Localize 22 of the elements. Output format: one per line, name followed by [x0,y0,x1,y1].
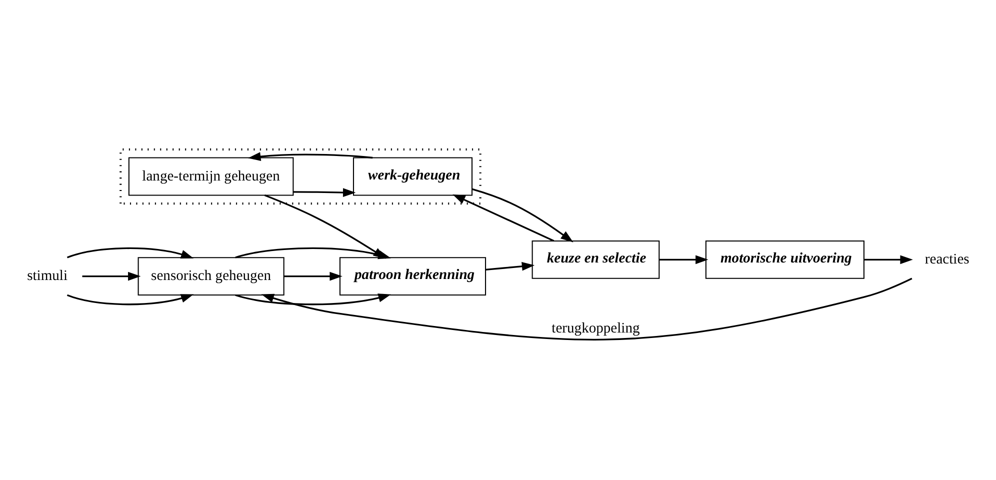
arrow [235,293,391,305]
arrow [485,261,535,270]
edge-label: terugkoppeling [552,320,640,336]
node-box: motorische uitvoering [705,240,864,278]
node-box: keuze en selectie [532,240,660,278]
arrow [864,254,913,264]
node-box: lange-termijn geheugen [128,156,294,196]
arrow [82,271,141,280]
node-text: stimuli [27,268,68,284]
arrow [452,194,554,242]
arrow [659,254,708,264]
arrow [472,188,574,242]
arrow [284,271,342,280]
node-box: patroon herkenning [339,256,486,296]
arrow [261,277,912,340]
node-box: sensorisch geheugen [138,256,284,296]
arrow [66,294,194,305]
node-text: reacties [924,251,970,268]
arrow [248,152,373,160]
node-box: werk-geheugen [352,156,473,196]
arrow [66,246,194,258]
arrow [293,188,356,196]
